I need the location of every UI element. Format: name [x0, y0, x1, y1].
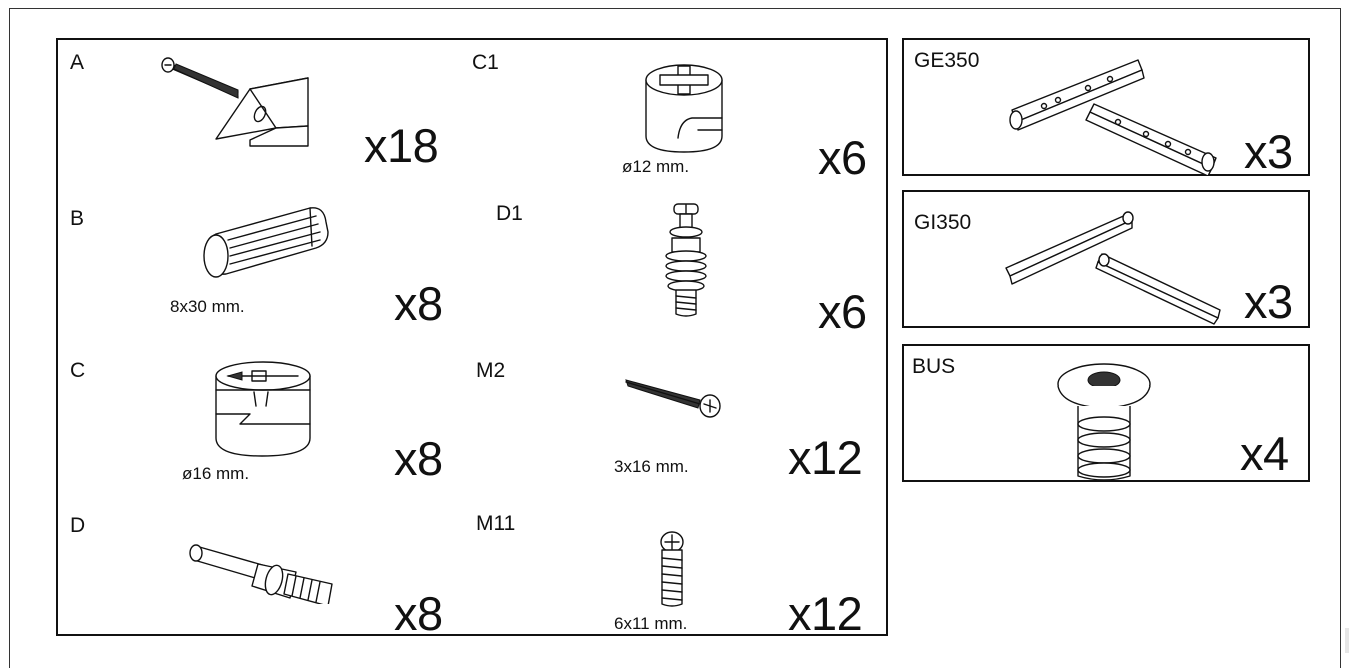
cam-bolt-icon	[189, 544, 333, 604]
ribbed-cam-bolt-icon	[665, 203, 707, 317]
item-dimension: 8x30 mm.	[170, 297, 245, 316]
item-dimension: 6x11 mm.	[614, 614, 688, 633]
cam-lock-12mm-icon	[645, 64, 723, 153]
item-code: C1	[472, 51, 499, 74]
item-quantity: x8	[394, 432, 443, 485]
item-code: C	[70, 359, 86, 382]
item-quantity: x6	[818, 285, 867, 338]
item-code: D	[70, 514, 86, 537]
item-code: BUS	[912, 355, 956, 378]
item-code: D1	[496, 202, 523, 225]
item-quantity: x18	[364, 119, 439, 172]
item-quantity: x12	[788, 587, 863, 640]
angle-rail-pair-icon	[1005, 211, 1221, 325]
hardware-box-bus: BUS x4	[902, 344, 1310, 482]
hardware-box-gi350: GI350 x3	[902, 190, 1310, 328]
item-quantity: x3	[1244, 275, 1293, 328]
item-dimension: 3x16 mm.	[614, 457, 689, 476]
item-dimension: ø16 mm.	[182, 464, 250, 483]
wood-screw-with-corner-bracket-icon	[161, 57, 309, 147]
item-code: M11	[476, 512, 516, 535]
item-quantity: x8	[394, 587, 443, 640]
short-screw-icon	[660, 531, 684, 607]
hardware-box-ge350: GE350 x3	[902, 38, 1310, 176]
item-code: B	[70, 207, 85, 230]
item-quantity: x3	[1244, 125, 1293, 178]
item-quantity: x12	[788, 431, 863, 484]
scroll-edge	[1345, 628, 1349, 653]
cam-lock-16mm-icon	[215, 361, 311, 457]
item-quantity: x8	[394, 277, 443, 330]
small-screw-icon	[625, 379, 721, 418]
page-frame	[9, 8, 1341, 668]
item-quantity: x4	[1240, 427, 1289, 480]
item-code: GE350	[914, 49, 980, 72]
item-code: M2	[476, 359, 506, 382]
item-code: GI350	[914, 211, 972, 234]
drawer-runner-pair-icon	[1009, 59, 1217, 175]
wooden-dowel-icon	[203, 207, 329, 278]
item-quantity: x6	[818, 131, 867, 184]
item-code: A	[70, 51, 85, 74]
hardware-list-panel: A x18 B 8x30 mm. x8 C ø16 mm.	[56, 38, 888, 640]
threaded-insert-bushing-icon	[1057, 363, 1151, 481]
item-dimension: ø12 mm.	[622, 157, 690, 176]
